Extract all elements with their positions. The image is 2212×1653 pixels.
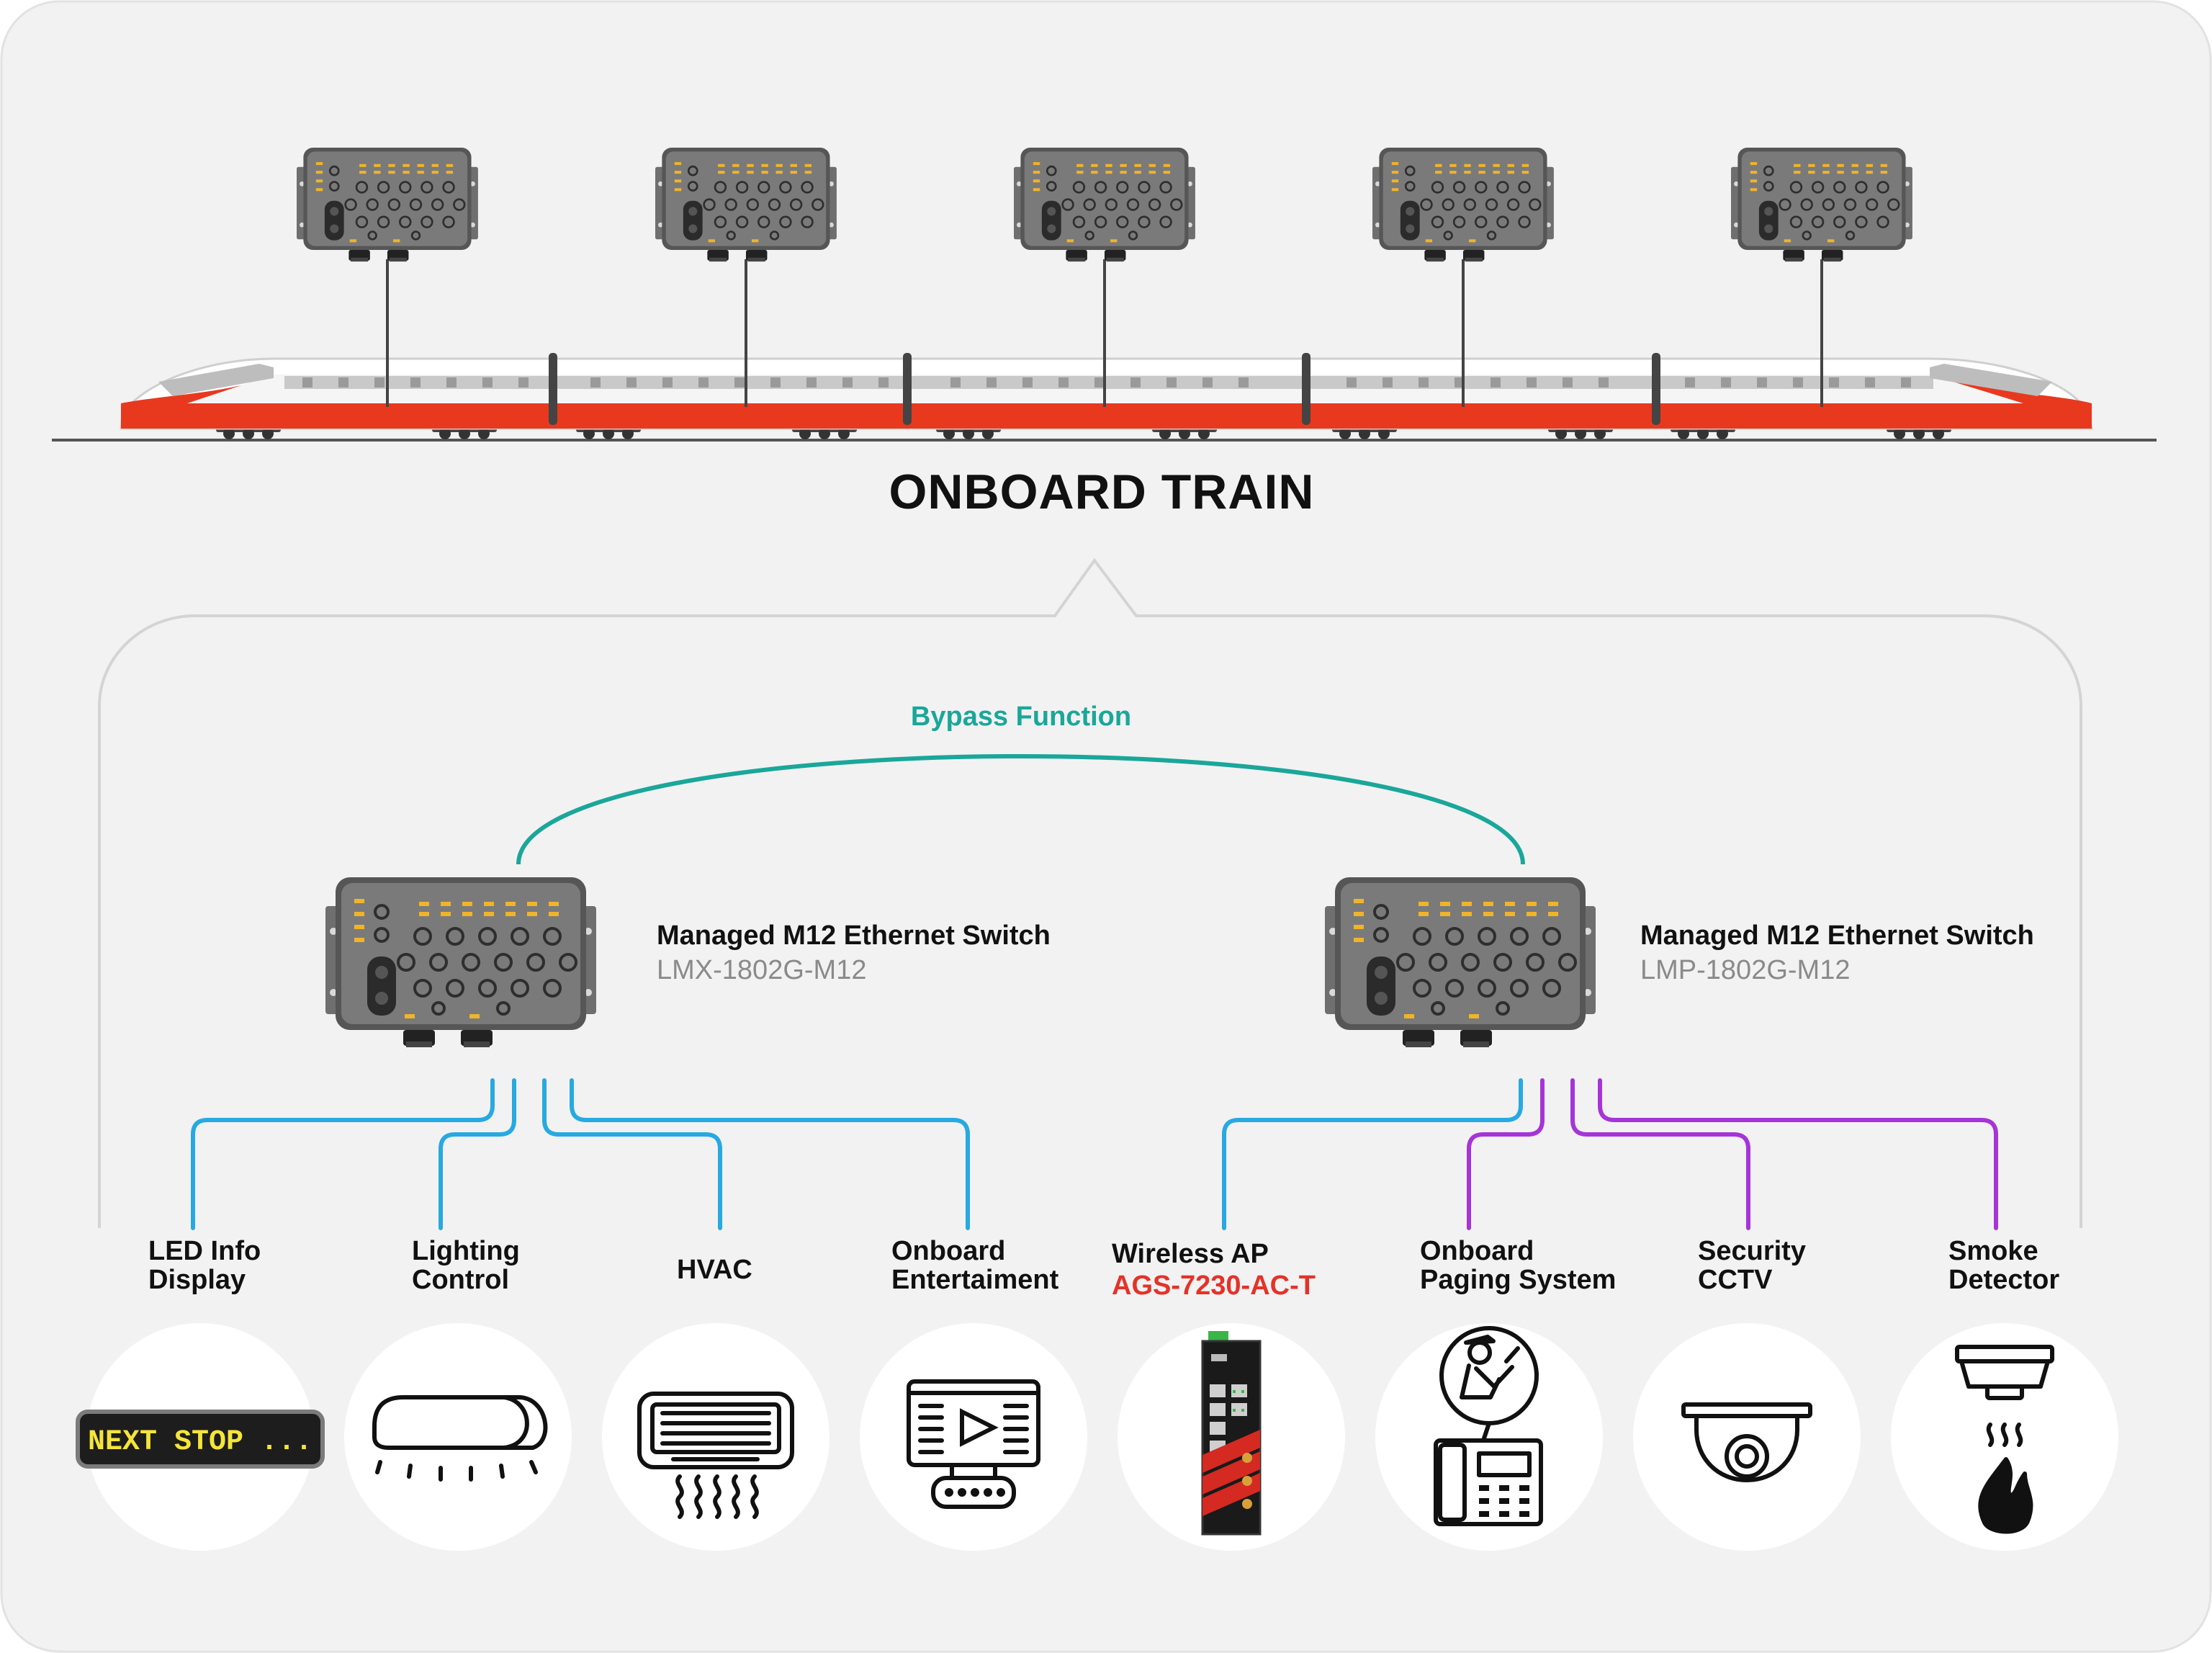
device-label-line: Onboard <box>1420 1236 1534 1266</box>
device-label-line: Wireless AP <box>1112 1239 1269 1269</box>
led-display-text: NEXT STOP ... <box>88 1426 313 1459</box>
switch-right-title: Managed M12 Ethernet Switch <box>1640 920 2034 951</box>
switch-left-label: Managed M12 Ethernet Switch LMX-1802G-M1… <box>657 920 1051 985</box>
device-label-line: HVAC <box>677 1255 752 1285</box>
cctv-camera-icon <box>1681 1402 1812 1482</box>
smoke-detector-icon <box>1955 1345 2054 1534</box>
device-label-paging: Onboard Paging System <box>1420 1237 1616 1295</box>
device-label-smoke: Smoke Detector <box>1948 1237 2059 1295</box>
device-label-line: Detector <box>1948 1264 2060 1295</box>
device-label-line: LED Info <box>148 1236 261 1266</box>
switch-graphic-left <box>324 876 598 1049</box>
device-label-line: Paging System <box>1420 1264 1617 1295</box>
diagram-title: ONBOARD TRAIN <box>889 465 1315 519</box>
air-conditioner-icon <box>637 1392 794 1519</box>
train-body <box>120 353 2093 430</box>
switch-right-model: LMP-1802G-M12 <box>1640 954 1851 985</box>
device-label-hvac: HVAC <box>677 1255 752 1285</box>
device-label-line: Control <box>412 1264 510 1295</box>
switch-right-label: Managed M12 Ethernet Switch LMP-1802G-M1… <box>1640 920 2034 985</box>
device-label-line: Entertaiment <box>891 1264 1059 1295</box>
device-label-line: Onboard <box>891 1236 1006 1266</box>
device-label-line: Display <box>148 1264 246 1295</box>
wireless-ap-model: AGS-7230-AC-T <box>1112 1270 1316 1301</box>
switch-graphic-right <box>1323 876 1597 1049</box>
device-label-led-display: LED Info Display <box>148 1237 261 1295</box>
device-label-line: Lighting <box>412 1236 520 1266</box>
switch-left-model: LMX-1802G-M12 <box>657 954 867 985</box>
device-label-line: Security <box>1698 1236 1806 1266</box>
device-label-line: CCTV <box>1698 1264 1773 1295</box>
light-fixture-icon <box>372 1395 548 1482</box>
led-display-icon: NEXT STOP ... <box>76 1410 325 1469</box>
device-label-cctv: Security CCTV <box>1698 1237 1806 1295</box>
bypass-arc <box>516 754 1525 865</box>
bypass-function-label: Bypass Function <box>910 702 1132 732</box>
wireless-ap-icon <box>1201 1331 1262 1536</box>
media-player-icon <box>907 1379 1040 1509</box>
device-label-lighting: Lighting Control <box>412 1237 520 1295</box>
device-label-entertainment: Onboard Entertaiment <box>891 1237 1058 1295</box>
paging-system-icon <box>1434 1326 1543 1526</box>
device-label-wireless-ap: Wireless AP AGS-7230-AC-T <box>1112 1240 1316 1301</box>
device-label-line: Smoke <box>1948 1236 2038 1266</box>
switch-left-title: Managed M12 Ethernet Switch <box>657 920 1051 951</box>
callout-bracket <box>98 557 2082 1228</box>
